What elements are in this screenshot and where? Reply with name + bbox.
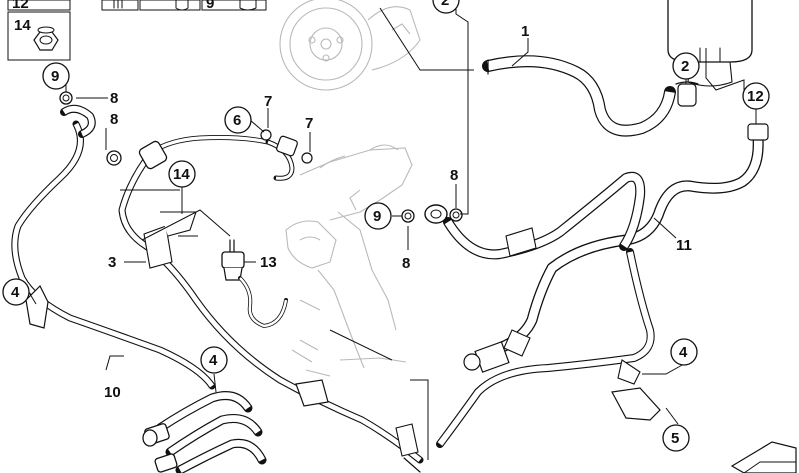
view-direction-icon [730, 441, 797, 473]
svg-text:11: 11 [676, 237, 692, 254]
pressure-switch-13 [221, 239, 288, 328]
callout-4-right: 4 [670, 338, 698, 366]
return-line-lower-right [436, 248, 661, 448]
pressure-hose-upper [401, 171, 646, 260]
fittings-cluster-lower-left [142, 391, 267, 473]
svg-text:12: 12 [747, 88, 764, 105]
svg-text:3: 3 [108, 254, 116, 271]
callout-12: 12 [742, 82, 770, 110]
legend-label-9: 9 [206, 0, 214, 12]
hose-clamp-lower [395, 423, 421, 473]
power-steering-pump-ghost [279, 0, 421, 91]
svg-text:6: 6 [233, 112, 241, 129]
callout-2-top: 2 [432, 0, 460, 14]
feed-pipe-6-7 [260, 129, 313, 181]
svg-text:13: 13 [260, 254, 277, 271]
callout-8-c: 8 [450, 167, 458, 184]
callout-8-b: 8 [110, 111, 118, 128]
legend-label-12: 12 [12, 0, 29, 12]
callout-14: 14 [168, 160, 196, 188]
hose-1 [482, 55, 676, 137]
svg-text:14: 14 [173, 166, 190, 183]
callout-3: 3 [108, 254, 116, 271]
legend-label-14: 14 [14, 17, 31, 34]
svg-text:5: 5 [671, 430, 679, 447]
fluid-reservoir [667, 0, 753, 87]
svg-text:4: 4 [209, 352, 218, 369]
small-part-icon [113, 0, 257, 11]
callout-9-mid: 9 [364, 202, 392, 230]
callout-13: 13 [260, 254, 277, 271]
callout-1: 1 [521, 23, 529, 40]
svg-text:4: 4 [679, 344, 688, 361]
callout-11: 11 [676, 237, 692, 254]
leader-lines [29, 0, 757, 460]
return-line-10 [11, 91, 216, 390]
svg-text:8: 8 [110, 111, 118, 128]
pressure-line-3 [118, 135, 424, 464]
callout-10: 10 [104, 384, 121, 401]
svg-text:7: 7 [305, 115, 313, 132]
callout-6: 6 [224, 106, 252, 134]
hex-nut-icon [33, 26, 59, 51]
svg-text:9: 9 [51, 68, 59, 85]
svg-text:2: 2 [441, 0, 449, 9]
svg-text:1: 1 [521, 23, 529, 40]
svg-text:4: 4 [11, 284, 20, 301]
callout-9-left: 9 [42, 62, 70, 90]
hose-11 [463, 123, 769, 373]
legend-panel: 12 9 14 [7, 0, 267, 61]
svg-text:8: 8 [450, 167, 458, 184]
callout-4-left: 4 [2, 278, 30, 306]
callout-8-d: 8 [402, 255, 410, 272]
svg-text:2: 2 [681, 58, 689, 75]
steering-gear-ghost [285, 144, 413, 377]
hose-2-connector [675, 81, 699, 107]
callout-2: 2 [672, 52, 700, 80]
callout-7-a: 7 [264, 93, 272, 110]
callout-8-a: 8 [110, 90, 118, 107]
svg-text:8: 8 [402, 255, 410, 272]
callout-5: 5 [662, 424, 690, 452]
callout-4-bottom: 4 [200, 346, 228, 374]
svg-text:7: 7 [264, 93, 272, 110]
svg-text:9: 9 [373, 208, 381, 225]
callout-7-b: 7 [305, 115, 313, 132]
svg-text:10: 10 [104, 384, 121, 401]
svg-text:8: 8 [110, 90, 118, 107]
